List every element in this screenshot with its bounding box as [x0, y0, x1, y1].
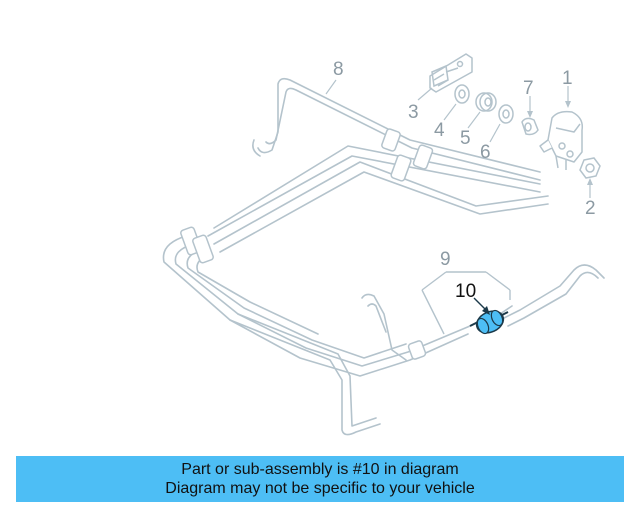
callout-arrowheads	[527, 101, 593, 185]
banner-line-2: Diagram may not be specific to your vehi…	[165, 480, 475, 497]
part-5-bushing	[475, 92, 497, 112]
banner-line-1: Part or sub-assembly is #10 in diagram	[181, 461, 459, 478]
callout-9-bracket	[421, 271, 511, 335]
hose-bundle-upper	[207, 77, 549, 253]
callout-10-arrowhead	[482, 306, 490, 315]
part-7-cap	[521, 117, 539, 136]
callout-6: 6	[480, 142, 491, 163]
callout-10: 10	[455, 281, 476, 302]
callout-7: 7	[523, 78, 534, 99]
callout-3: 3	[408, 102, 419, 123]
callout-4: 4	[434, 120, 445, 141]
info-banner: Part or sub-assembly is #10 in diagram D…	[16, 456, 624, 502]
hose-loop-lower	[162, 235, 471, 436]
callout-8: 8	[333, 59, 344, 80]
callout-9: 9	[440, 249, 451, 270]
hose-clip-upper	[381, 128, 434, 182]
part-3-stud	[431, 64, 459, 88]
callout-2: 2	[585, 198, 596, 219]
hose-clip-lower	[180, 226, 427, 360]
part-2-nut	[579, 157, 601, 179]
callout-5: 5	[460, 128, 471, 149]
callout-1: 1	[562, 68, 573, 89]
callout-leaders	[325, 79, 591, 198]
parts-diagram: 1 2 3 4 5 6 7 8 9 10	[162, 53, 605, 436]
part-1-pump	[539, 110, 584, 170]
part-10-valve[interactable]	[469, 307, 509, 337]
part-4-washer	[454, 84, 470, 104]
mount-bracket	[429, 53, 473, 93]
hose-right	[499, 264, 605, 327]
part-6-washer	[498, 104, 514, 124]
